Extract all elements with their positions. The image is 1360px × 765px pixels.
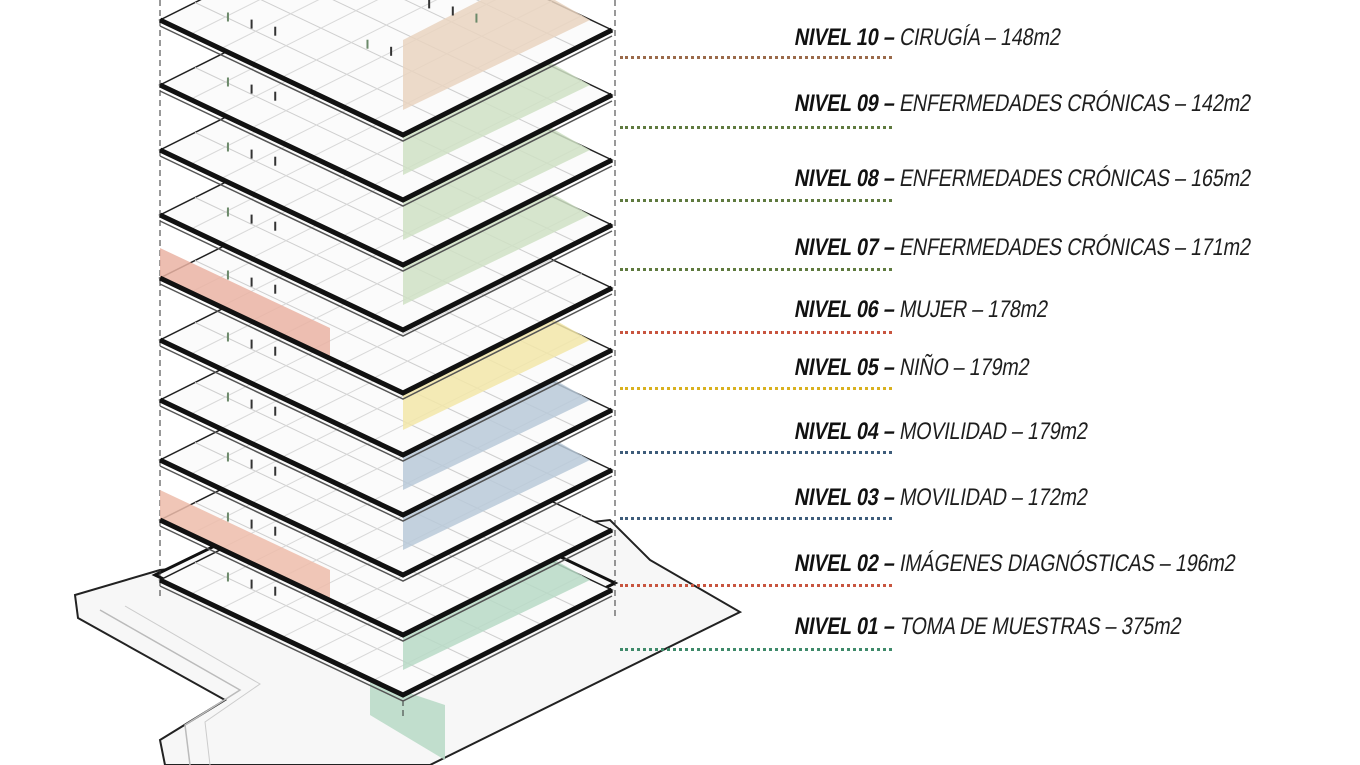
level-area: 165m2 bbox=[1189, 165, 1254, 192]
level-label: NIVEL 03 – MOVILIDAD – 172m2 bbox=[792, 484, 1091, 512]
level-area: 179m2 bbox=[967, 354, 1032, 381]
level-use: ENFERMEDADES CRÓNICAS bbox=[897, 234, 1173, 261]
level-code: NIVEL 04 bbox=[792, 418, 882, 445]
leader-line bbox=[620, 451, 892, 454]
level-area: 375m2 bbox=[1119, 613, 1184, 640]
level-code: NIVEL 08 bbox=[792, 165, 882, 192]
slab-edge bbox=[158, 17, 614, 138]
slab-edge-lower bbox=[159, 585, 613, 702]
room-wall bbox=[190, 0, 261, 35]
level-label: NIVEL 02 – IMÁGENES DIAGNÓSTICAS – 196m2 bbox=[793, 550, 1238, 578]
programme-zone bbox=[403, 0, 590, 110]
slab-edge bbox=[158, 275, 614, 396]
slab-edge-lower bbox=[159, 465, 613, 582]
leader-line bbox=[620, 56, 892, 59]
leader-line bbox=[620, 268, 892, 271]
leader-line bbox=[620, 584, 892, 587]
level-use: NIÑO bbox=[897, 354, 952, 381]
level-area: 179m2 bbox=[1025, 418, 1091, 445]
slab-edge-lower bbox=[159, 283, 613, 400]
level-area: 171m2 bbox=[1189, 234, 1254, 261]
level-code: NIVEL 09 bbox=[792, 90, 882, 117]
muestras-zone bbox=[370, 680, 445, 760]
level-code: NIVEL 03 bbox=[792, 484, 882, 511]
level-code: NIVEL 01 bbox=[792, 613, 882, 640]
site-path bbox=[124, 605, 261, 765]
level-code: NIVEL 06 bbox=[792, 296, 882, 323]
slab-edge-lower bbox=[159, 220, 613, 337]
level-code: NIVEL 10 bbox=[792, 24, 882, 51]
room-wall bbox=[372, 515, 582, 622]
leader-line bbox=[620, 517, 892, 520]
programme-zone bbox=[403, 175, 590, 305]
slab-edge bbox=[158, 147, 614, 268]
level-area: 142m2 bbox=[1189, 90, 1254, 117]
slab-edge bbox=[158, 337, 614, 458]
slab-edge bbox=[158, 577, 614, 698]
slab-edge bbox=[158, 517, 614, 638]
leader-line bbox=[620, 648, 892, 651]
programme-zone bbox=[160, 248, 330, 358]
slab-edge bbox=[158, 212, 614, 333]
level-code: NIVEL 02 bbox=[792, 550, 882, 577]
site-path bbox=[99, 609, 242, 765]
floor-plate bbox=[158, 0, 614, 142]
slab-edge bbox=[158, 397, 614, 518]
level-use: TOMA DE MUESTRAS bbox=[897, 613, 1103, 640]
level-use: MUJER bbox=[897, 296, 970, 323]
slab-edge-lower bbox=[159, 525, 613, 642]
slab-edge-lower bbox=[159, 345, 613, 462]
leader-line bbox=[620, 387, 892, 390]
floor-slabs bbox=[158, 0, 614, 702]
room-wall bbox=[250, 0, 379, 64]
programme-zone bbox=[403, 110, 590, 240]
slab-edge-lower bbox=[159, 25, 613, 142]
leader-line bbox=[620, 199, 892, 202]
programme-zone bbox=[403, 300, 590, 430]
level-use: IMÁGENES DIAGNÓSTICAS bbox=[897, 550, 1158, 577]
room-wall bbox=[372, 273, 582, 380]
slab-edge bbox=[158, 82, 614, 203]
level-use: ENFERMEDADES CRÓNICAS bbox=[897, 165, 1173, 192]
level-label: NIVEL 09 – ENFERMEDADES CRÓNICAS – 142m2 bbox=[793, 90, 1254, 118]
programme-zone bbox=[403, 45, 590, 175]
level-area: 196m2 bbox=[1173, 550, 1238, 577]
level-area: 172m2 bbox=[1025, 484, 1091, 511]
leader-line bbox=[620, 331, 892, 334]
programme-zone bbox=[403, 420, 590, 550]
level-area: 148m2 bbox=[998, 24, 1064, 51]
level-label: NIVEL 06 – MUJER – 178m2 bbox=[793, 296, 1051, 324]
level-label: NIVEL 04 – MOVILIDAD – 179m2 bbox=[792, 418, 1091, 446]
programme-zone bbox=[403, 540, 590, 670]
room-wall bbox=[281, 0, 438, 78]
programme-zone bbox=[403, 360, 590, 490]
leader-line bbox=[620, 126, 892, 129]
level-code: NIVEL 05 bbox=[792, 354, 882, 381]
programme-zone bbox=[160, 490, 330, 600]
level-use: ENFERMEDADES CRÓNICAS bbox=[897, 90, 1173, 117]
slab-edge-lower bbox=[159, 90, 613, 207]
room-wall bbox=[220, 0, 320, 50]
level-use: MOVILIDAD bbox=[897, 418, 1010, 445]
room-wall bbox=[342, 258, 552, 365]
level-label: NIVEL 01 – TOMA DE MUESTRAS – 375m2 bbox=[793, 613, 1184, 641]
level-area: 178m2 bbox=[986, 296, 1051, 323]
slab-edge-lower bbox=[159, 155, 613, 272]
slab-edge-lower bbox=[159, 405, 613, 522]
level-label: NIVEL 08 – ENFERMEDADES CRÓNICAS – 165m2 bbox=[793, 165, 1254, 193]
level-label: NIVEL 10 – CIRUGÍA – 148m2 bbox=[792, 24, 1064, 52]
slab-edge bbox=[158, 457, 614, 578]
level-use: MOVILIDAD bbox=[897, 484, 1010, 511]
level-use: CIRUGÍA bbox=[897, 24, 983, 51]
level-label: NIVEL 07 – ENFERMEDADES CRÓNICAS – 171m2 bbox=[793, 234, 1254, 262]
level-code: NIVEL 07 bbox=[792, 234, 882, 261]
level-label: NIVEL 05 – NIÑO – 179m2 bbox=[793, 354, 1032, 382]
